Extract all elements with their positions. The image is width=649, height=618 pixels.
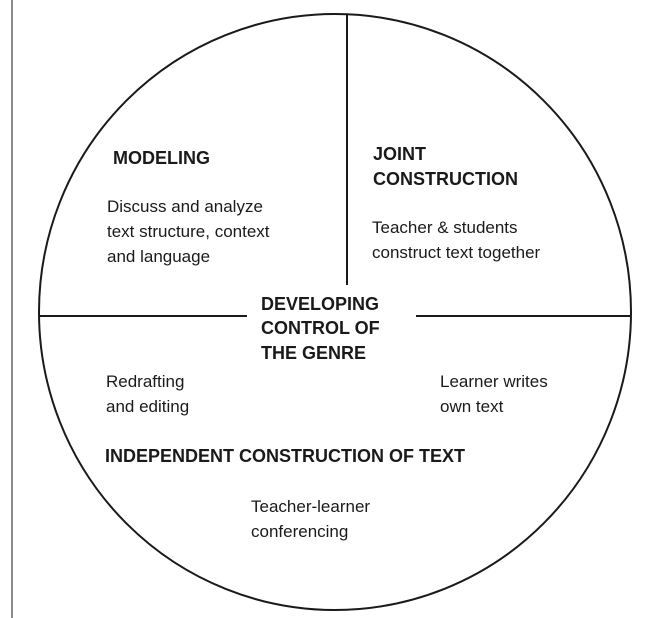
redrafting-line-1: Redrafting — [106, 372, 184, 391]
cycle-circle — [38, 13, 632, 611]
center-line-1: DEVELOPING — [261, 294, 379, 314]
redrafting-line-2: and editing — [106, 397, 189, 416]
center-line-2: CONTROL OF — [261, 318, 380, 338]
modeling-body-line-2: text structure, context — [107, 222, 270, 241]
joint-body-line-2: construct text together — [372, 243, 541, 262]
learner-writes-line-2: own text — [440, 397, 504, 416]
learner-writes-line-1: Learner writes — [440, 372, 548, 391]
conferencing-line-1: Teacher-learner — [251, 497, 370, 516]
independent-construction-heading: INDEPENDENT CONSTRUCTION OF TEXT — [105, 446, 465, 466]
modeling-section: MODELING Discuss and analyze text struct… — [107, 148, 270, 266]
joint-heading-line-2: CONSTRUCTION — [373, 169, 518, 189]
redrafting-section: Redrafting and editing — [106, 372, 189, 416]
modeling-body-line-3: and language — [107, 247, 210, 266]
center-line-3: THE GENRE — [261, 343, 366, 363]
joint-body-line-1: Teacher & students — [372, 218, 518, 237]
conferencing-section: Teacher-learner conferencing — [251, 497, 370, 541]
joint-heading-line-1: JOINT — [373, 144, 426, 164]
center-label: DEVELOPING CONTROL OF THE GENRE — [261, 294, 380, 363]
conferencing-line-2: conferencing — [251, 522, 348, 541]
modeling-heading: MODELING — [113, 148, 210, 168]
learner-writes-section: Learner writes own text — [440, 372, 548, 416]
modeling-body-line-1: Discuss and analyze — [107, 197, 263, 216]
joint-construction-section: JOINT CONSTRUCTION Teacher & students co… — [372, 144, 541, 262]
